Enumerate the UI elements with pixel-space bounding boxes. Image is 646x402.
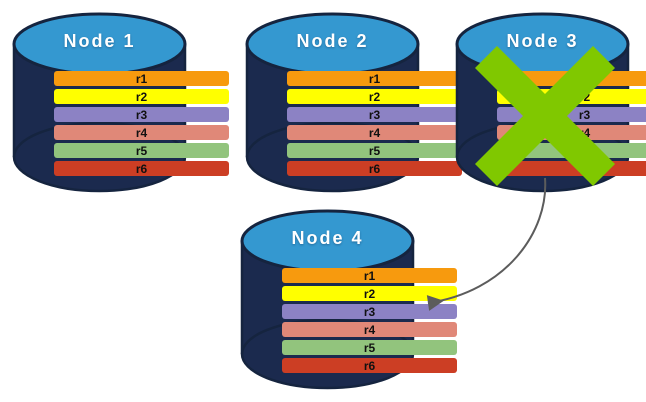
row-stack: r1 r2 r3 r4 r5 r6 bbox=[240, 268, 499, 373]
row-item[interactable]: r3 bbox=[54, 107, 229, 122]
row-label: r4 bbox=[363, 322, 376, 337]
row-item[interactable]: r2 bbox=[282, 286, 457, 301]
row-label: r1 bbox=[135, 71, 148, 86]
row-label: r3 bbox=[135, 107, 148, 122]
row-label: r3 bbox=[363, 304, 376, 319]
row-label: r5 bbox=[578, 143, 591, 158]
row-item[interactable]: r3 bbox=[287, 107, 462, 122]
row-item[interactable]: r4 bbox=[287, 125, 462, 140]
row-label: r6 bbox=[363, 358, 376, 373]
row-label: r6 bbox=[135, 161, 148, 176]
row-label: r3 bbox=[578, 107, 591, 122]
node-cylinder-node3[interactable]: Node 3 r1 r2 r3 r4 r5 r6 bbox=[455, 8, 646, 193]
row-label: r5 bbox=[135, 143, 148, 158]
row-stack: r1 r2 r3 r4 r5 r6 bbox=[12, 71, 271, 176]
row-item[interactable]: r5 bbox=[287, 143, 462, 158]
row-item[interactable]: r4 bbox=[497, 125, 646, 140]
node-cylinder-node4[interactable]: Node 4 r1 r2 r3 r4 r5 r6 bbox=[240, 205, 457, 390]
row-item[interactable]: r6 bbox=[497, 161, 646, 176]
row-item[interactable]: r5 bbox=[497, 143, 646, 158]
row-item[interactable]: r1 bbox=[282, 268, 457, 283]
row-item[interactable]: r6 bbox=[282, 358, 457, 373]
row-item[interactable]: r5 bbox=[282, 340, 457, 355]
row-item[interactable]: r5 bbox=[54, 143, 229, 158]
row-label: r1 bbox=[368, 71, 381, 86]
row-label: r4 bbox=[578, 125, 591, 140]
row-item[interactable]: r6 bbox=[287, 161, 462, 176]
row-item[interactable]: r3 bbox=[282, 304, 457, 319]
row-label: r6 bbox=[368, 161, 381, 176]
row-item[interactable]: r2 bbox=[497, 89, 646, 104]
row-item[interactable]: r3 bbox=[497, 107, 646, 122]
row-item[interactable]: r1 bbox=[287, 71, 462, 86]
row-label: r1 bbox=[578, 71, 591, 86]
row-item[interactable]: r4 bbox=[282, 322, 457, 337]
row-label: r2 bbox=[578, 89, 591, 104]
row-item[interactable]: r1 bbox=[54, 71, 229, 86]
row-stack: r1 r2 r3 r4 r5 r6 bbox=[455, 71, 646, 176]
row-label: r2 bbox=[368, 89, 381, 104]
node-cylinder-node1[interactable]: Node 1 r1 r2 r3 r4 r5 r6 bbox=[12, 8, 229, 193]
row-item[interactable]: r6 bbox=[54, 161, 229, 176]
row-item[interactable]: r2 bbox=[54, 89, 229, 104]
row-label: r2 bbox=[135, 89, 148, 104]
row-label: r3 bbox=[368, 107, 381, 122]
row-label: r5 bbox=[368, 143, 381, 158]
node-cylinder-node2[interactable]: Node 2 r1 r2 r3 r4 r5 r6 bbox=[245, 8, 462, 193]
row-item[interactable]: r2 bbox=[287, 89, 462, 104]
row-label: r2 bbox=[363, 286, 376, 301]
row-item[interactable]: r1 bbox=[497, 71, 646, 86]
row-label: r6 bbox=[578, 161, 591, 176]
row-label: r5 bbox=[363, 340, 376, 355]
row-label: r1 bbox=[363, 268, 376, 283]
row-item[interactable]: r4 bbox=[54, 125, 229, 140]
row-label: r4 bbox=[368, 125, 381, 140]
row-label: r4 bbox=[135, 125, 148, 140]
